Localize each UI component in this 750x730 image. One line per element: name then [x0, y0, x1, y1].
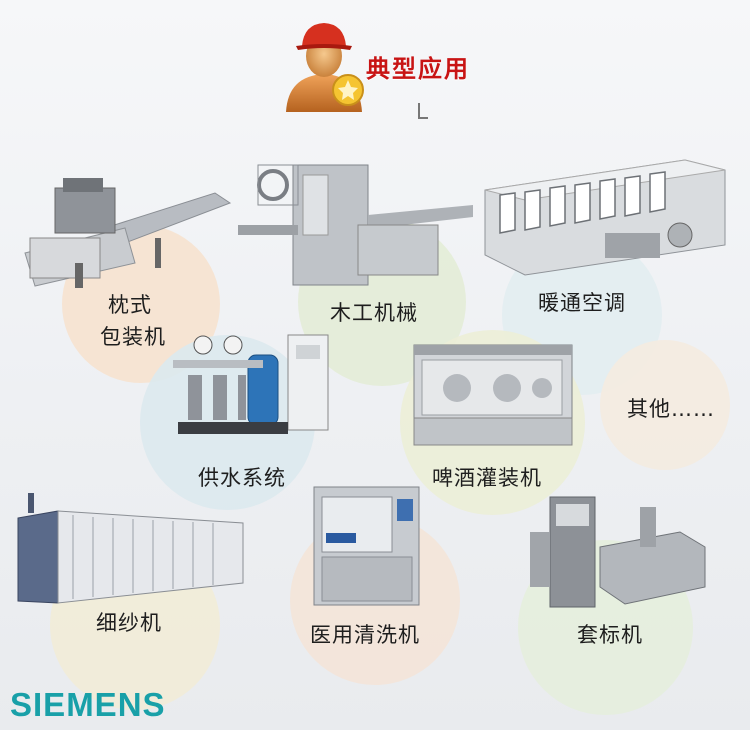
- label-labeling: 套标机: [577, 623, 643, 647]
- page-title: 典型应用: [366, 55, 470, 83]
- label-medical-washer: 医用清洗机: [310, 623, 420, 647]
- label-water-supply: 供水系统: [198, 466, 286, 490]
- label-others: 其他……: [627, 397, 715, 421]
- label-hvac: 暖通空调: [538, 291, 626, 315]
- labeling-machine-image: [530, 496, 706, 608]
- woodwork-machine-image: [238, 164, 473, 286]
- label-woodwork: 木工机械: [330, 301, 418, 325]
- medical-washer-image: [313, 486, 420, 606]
- label-beer-filling: 啤酒灌装机: [432, 466, 542, 490]
- circle-others: [600, 340, 730, 470]
- label-pillow-pack-line2: 包装机: [100, 325, 166, 349]
- spinning-frame-image: [17, 493, 244, 604]
- beer-filling-machine-image: [413, 344, 573, 446]
- hvac-unit-image: [484, 159, 726, 276]
- pillow-pack-machine-image: [24, 178, 232, 288]
- label-pillow-pack-line1: 枕式: [108, 293, 152, 317]
- water-supply-system-image: [173, 334, 329, 434]
- siemens-logo: SIEMENS: [10, 686, 166, 723]
- separator-mark: [418, 103, 428, 119]
- engineer-avatar-icon: [286, 23, 364, 112]
- label-pillow-pack: 枕式 包装机: [100, 292, 166, 350]
- label-spinning: 细纱机: [96, 611, 162, 635]
